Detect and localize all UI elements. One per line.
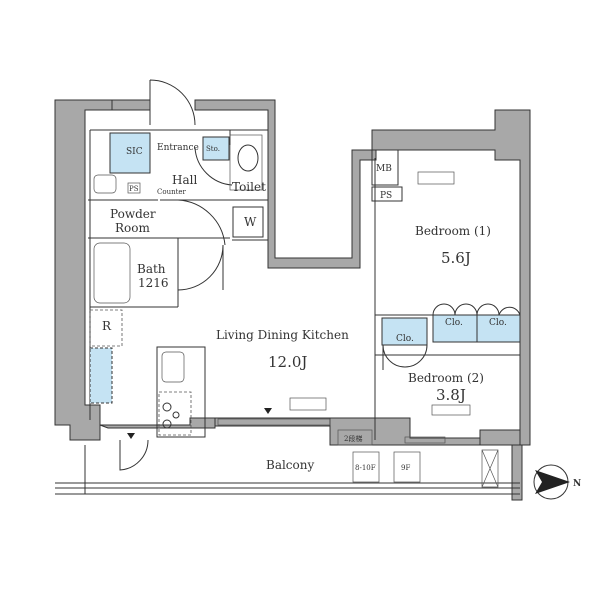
label-bedroom1: Bedroom (1)	[415, 224, 491, 238]
label-bath: Bath	[137, 262, 166, 276]
mb-box	[371, 149, 399, 186]
compass-north-icon	[533, 464, 570, 500]
toilet-door[interactable]	[194, 147, 233, 186]
closet-a	[432, 314, 478, 343]
balcony-door[interactable]	[119, 439, 149, 471]
entry-marker-icon	[127, 433, 135, 439]
toilet-room	[229, 134, 263, 191]
window-marker-icon	[264, 408, 272, 414]
label-toilet: Toilet	[232, 180, 266, 194]
refrigerator-space	[89, 309, 123, 347]
label-ladder: 2段梯	[344, 434, 362, 443]
hatch-9f	[393, 451, 421, 483]
storage-closet	[202, 136, 230, 161]
kitchen-sink-icon	[161, 351, 185, 383]
label-storage: Sto.	[206, 145, 220, 153]
label-powder-room-2: Room	[115, 221, 150, 235]
ac-unit-bedroom2	[431, 404, 471, 416]
ac-unit-bedroom1	[417, 171, 455, 185]
label-powder-room-1: Powder	[110, 207, 156, 221]
label-bedroom2-size: 3.8J	[436, 386, 466, 404]
toilet-icon	[237, 144, 259, 172]
hall-door[interactable]	[177, 199, 226, 246]
washer-space	[232, 206, 264, 238]
ldk-window[interactable]	[217, 418, 331, 426]
label-closet-c: Clo.	[396, 334, 414, 344]
label-counter: Counter	[157, 188, 187, 196]
entrance-door[interactable]	[149, 79, 196, 126]
label-entrance: Entrance	[157, 143, 199, 153]
balcony-railing	[55, 445, 520, 495]
hatch-8-10f	[352, 451, 380, 483]
walls	[54, 99, 531, 501]
bedroom2-window[interactable]	[404, 436, 446, 444]
label-ldk-size: 12.0J	[268, 353, 307, 371]
label-ldk: Living Dining Kitchen	[216, 328, 349, 342]
label-bath-size: 1216	[138, 276, 169, 290]
ps-box	[127, 182, 141, 194]
label-washer: W	[244, 215, 257, 229]
bath-door[interactable]	[177, 244, 224, 291]
ladder-hatch	[337, 429, 373, 446]
kitchen-counter	[156, 346, 206, 438]
closet-c	[381, 317, 428, 346]
label-ps-hall: PS	[129, 185, 139, 193]
label-closet-a: Clo.	[445, 318, 463, 328]
label-north: N	[573, 479, 581, 489]
ps-bed-box	[371, 186, 403, 202]
label-sic: SIC	[126, 147, 143, 157]
label-ps-bed: PS	[380, 191, 392, 201]
closet-doors[interactable]	[432, 303, 521, 316]
closet-c-doors[interactable]	[382, 344, 428, 370]
label-hall: Hall	[172, 173, 197, 187]
label-closet-b: Clo.	[489, 318, 507, 328]
ac-unit	[289, 397, 327, 411]
label-bedroom1-size: 5.6J	[441, 249, 471, 267]
label-mb: MB	[376, 164, 392, 174]
bathtub-icon	[93, 242, 131, 304]
stove-hood	[158, 391, 192, 436]
label-balcony: Balcony	[266, 458, 314, 472]
outdoor-unit	[481, 449, 499, 488]
pantry	[89, 347, 113, 404]
sic-storage	[109, 132, 151, 174]
label-bedroom2: Bedroom (2)	[408, 371, 484, 385]
label-hatch-9f: 9F	[401, 464, 410, 472]
stove-burners-icon	[162, 402, 180, 429]
label-hatch-8-10f: 8-10F	[355, 464, 376, 472]
closet-b	[476, 314, 521, 343]
sink-icon	[93, 174, 117, 194]
label-refrigerator: R	[102, 319, 112, 333]
